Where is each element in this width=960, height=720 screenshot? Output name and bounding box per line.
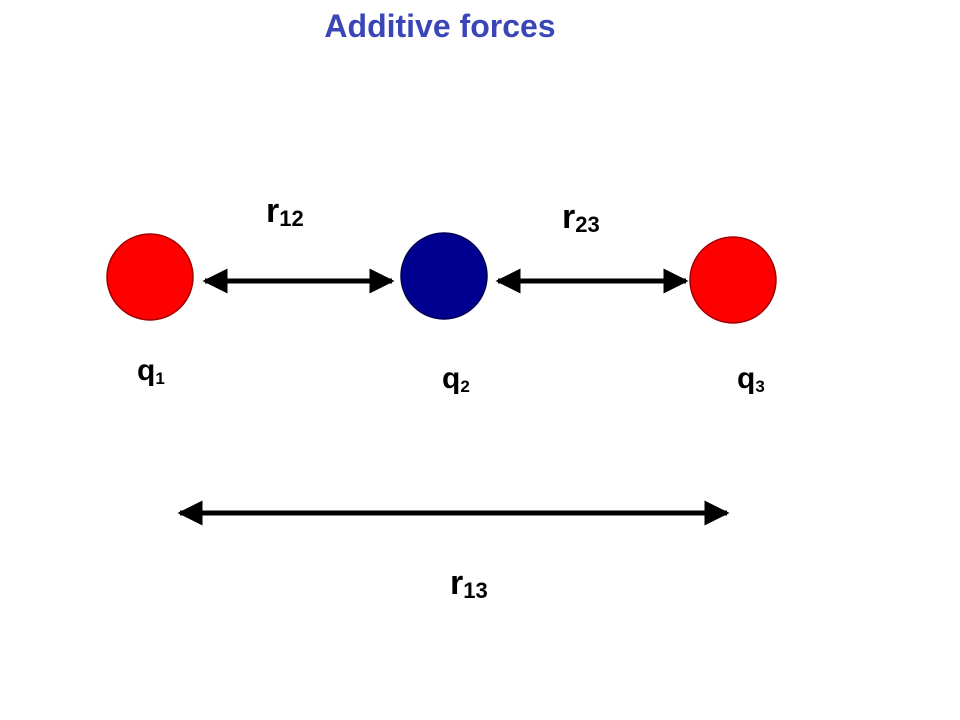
label-r12-base: r [266, 192, 279, 230]
label-q3: q3 [737, 362, 765, 396]
label-q1-sub: 1 [155, 369, 164, 388]
label-q1: q1 [137, 354, 165, 388]
label-r23-sub: 23 [575, 212, 599, 237]
label-r12-sub: 12 [279, 206, 303, 231]
label-q3-sub: 3 [755, 377, 764, 396]
charge-q2-circle [400, 232, 488, 320]
label-r23-base: r [562, 198, 575, 236]
label-q3-base: q [737, 362, 755, 395]
label-r13-sub: 13 [463, 578, 487, 603]
label-q1-base: q [137, 354, 155, 387]
label-r12: r12 [266, 192, 304, 231]
label-r23: r23 [562, 198, 600, 237]
diagram-title: Additive forces [324, 8, 556, 44]
label-q2: q2 [442, 362, 470, 396]
charge-q3-circle [689, 236, 777, 324]
charge-q1-circle [106, 233, 194, 321]
label-r13-base: r [450, 564, 463, 602]
label-r13: r13 [450, 564, 488, 603]
label-q2-sub: 2 [460, 377, 469, 396]
label-q2-base: q [442, 362, 460, 395]
